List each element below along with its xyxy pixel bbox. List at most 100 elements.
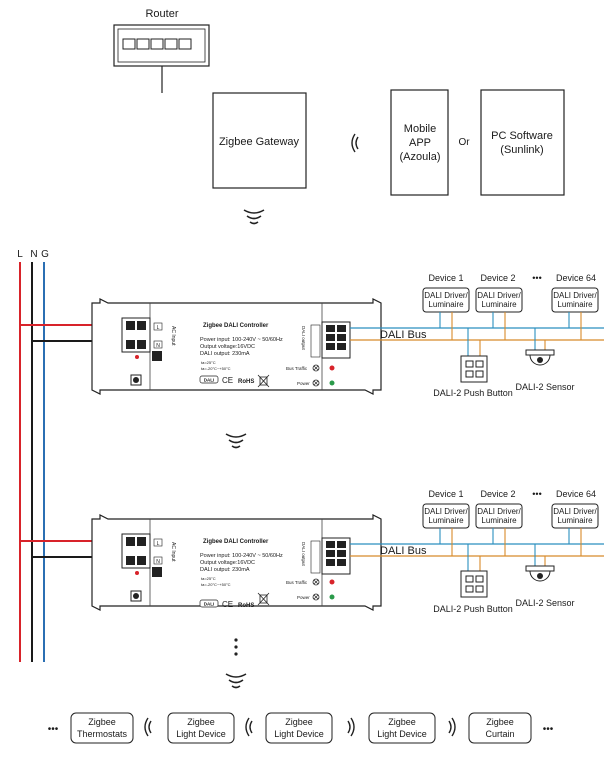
driver-label-b: Luminaire xyxy=(557,300,593,309)
driver-label-b: Luminaire xyxy=(481,516,517,525)
power-status-dot-1 xyxy=(329,380,335,386)
router-label: Router xyxy=(145,8,178,20)
controller-unit-1: L N AC Input Zigbee DALI Controller Powe… xyxy=(20,273,604,398)
controller-spec3-2: DALI output: 230mA xyxy=(200,567,250,573)
pc-software-line2: (Sunlink) xyxy=(500,144,543,156)
driver-drops-2 xyxy=(439,528,582,571)
more-controllers-dots xyxy=(234,638,238,656)
mobile-app-box xyxy=(390,89,449,196)
device1-label-1: Device 1 xyxy=(428,273,463,283)
driver-label-a: DALI Driver/ xyxy=(553,507,597,516)
reset-switch-1 xyxy=(152,351,162,361)
dali-driver-1-2: DALI Driver/ Luminaire xyxy=(422,503,470,529)
mains-N-label: N xyxy=(30,249,37,260)
controller-spec4-1: ta=25°C xyxy=(201,360,216,365)
driver-label-a: DALI Driver/ xyxy=(477,291,521,300)
device-ellipsis-1: ••• xyxy=(532,273,541,283)
ce-mark-1: CE xyxy=(222,376,233,385)
device2-label-1: Device 2 xyxy=(480,273,515,283)
device-ellipsis-2: ••• xyxy=(532,489,541,499)
controller2-signal-icon xyxy=(225,673,247,689)
power-status-dot-2 xyxy=(329,594,335,600)
device-line1: Zigbee xyxy=(388,717,416,727)
dali-bus-label-1: DALI Bus xyxy=(380,329,427,341)
driver-label-b: Luminaire xyxy=(428,516,464,525)
router-ports xyxy=(122,38,192,50)
controller-spec1-1: Power input: 100-240V ~ 50/60Hz xyxy=(200,337,283,343)
gateway-signal-icon xyxy=(243,209,265,225)
device-line1: Zigbee xyxy=(285,717,313,727)
zigbee-device-thermostats: Zigbee Thermostats xyxy=(70,712,134,744)
more-devices-left: ••• xyxy=(48,724,59,735)
zigbee-gateway-box xyxy=(212,92,307,189)
terminal-L-label-2: L xyxy=(157,541,160,547)
mains-L-label: L xyxy=(17,249,23,260)
dali-push-button-1 xyxy=(460,355,488,383)
driver-label-b: Luminaire xyxy=(481,300,517,309)
dali-logo-text-1: DALI xyxy=(204,378,215,383)
controller-title-1: Zigbee DALI Controller xyxy=(203,323,269,329)
ac-indicator-dot-1 xyxy=(135,355,139,359)
more-devices-right: ••• xyxy=(543,724,554,735)
device-line2: Curtain xyxy=(485,729,514,739)
controller-spec3-1: DALI output: 230mA xyxy=(200,351,250,357)
device-line1: Zigbee xyxy=(187,717,215,727)
zigbee-link-icon xyxy=(347,717,355,737)
controller-case-2 xyxy=(91,514,382,611)
device1-label-2: Device 1 xyxy=(428,489,463,499)
zigbee-device-light-2: Zigbee Light Device xyxy=(265,712,333,744)
mobile-app-line1: Mobile xyxy=(404,123,436,135)
device64-label-1: Device 64 xyxy=(556,273,596,283)
dali-driver-64-1: DALI Driver/ Luminaire xyxy=(551,287,599,313)
terminal-N-label-2: N xyxy=(156,559,160,565)
power-label-2: Power xyxy=(297,595,310,600)
dali-sensor-2 xyxy=(525,565,555,582)
dali-logo-1: DALI xyxy=(199,375,219,384)
controller-unit-2: L N AC Input Zigbee DALI Controller Powe… xyxy=(20,489,604,614)
driver-label-a: DALI Driver/ xyxy=(424,291,468,300)
device-line2: Thermostats xyxy=(77,729,128,739)
driver-label-b: Luminaire xyxy=(557,516,593,525)
device2-label-2: Device 2 xyxy=(480,489,515,499)
rohs-mark-1: RoHS xyxy=(238,379,254,385)
power-label-1: Power xyxy=(297,381,310,386)
controller-spec5-1: ta=-20°C~+50°C xyxy=(201,366,231,371)
weee-bin-icon-2 xyxy=(257,592,270,606)
bus-traffic-label-2: Bus Traffic xyxy=(286,580,308,585)
weee-bin-icon-1 xyxy=(257,374,270,388)
controller-spec4-2: ta=25°C xyxy=(201,576,216,581)
driver-drops-1 xyxy=(439,312,582,356)
terminal-L-label-1: L xyxy=(157,325,160,331)
controller-spec5-2: ta=-20°C~+50°C xyxy=(201,582,231,587)
ce-mark-2: CE xyxy=(222,600,233,609)
driver-label-b: Luminaire xyxy=(428,300,464,309)
zigbee-device-light-3: Zigbee Light Device xyxy=(368,712,436,744)
controller-spec2-1: Output voltage:16VDC xyxy=(200,344,255,350)
driver-label-a: DALI Driver/ xyxy=(424,507,468,516)
push-button-label-1: DALI-2 Push Button xyxy=(433,388,513,398)
zigbee-link-icon xyxy=(144,717,152,737)
bus-status-dot-2 xyxy=(329,579,335,585)
device-line1: Zigbee xyxy=(486,717,514,727)
controller-title-2: Zigbee DALI Controller xyxy=(203,539,269,545)
ac-input-label-2: AC Input xyxy=(170,542,176,562)
zigbee-link-icon xyxy=(245,717,253,737)
mains-G-label: G xyxy=(41,249,49,260)
dali-driver-1-1: DALI Driver/ Luminaire xyxy=(422,287,470,313)
pc-software-box xyxy=(480,89,565,196)
driver-label-a: DALI Driver/ xyxy=(477,507,521,516)
gateway-wireless-icon xyxy=(351,133,359,153)
ac-input-label-1: AC Input xyxy=(170,326,176,346)
pc-software-line1: PC Software xyxy=(491,130,553,142)
dali-output-label-2: DALI output xyxy=(301,542,306,567)
device-line2: Light Device xyxy=(377,729,427,739)
zigbee-link-icon xyxy=(448,717,456,737)
terminal-N-label-1: N xyxy=(156,343,160,349)
ac-indicator-dot-2 xyxy=(135,571,139,575)
device-line2: Light Device xyxy=(176,729,226,739)
sensor-label-2: DALI-2 Sensor xyxy=(515,598,574,608)
zigbee-device-light-1: Zigbee Light Device xyxy=(167,712,235,744)
router-box xyxy=(113,24,210,67)
push-button-label-2: DALI-2 Push Button xyxy=(433,604,513,614)
